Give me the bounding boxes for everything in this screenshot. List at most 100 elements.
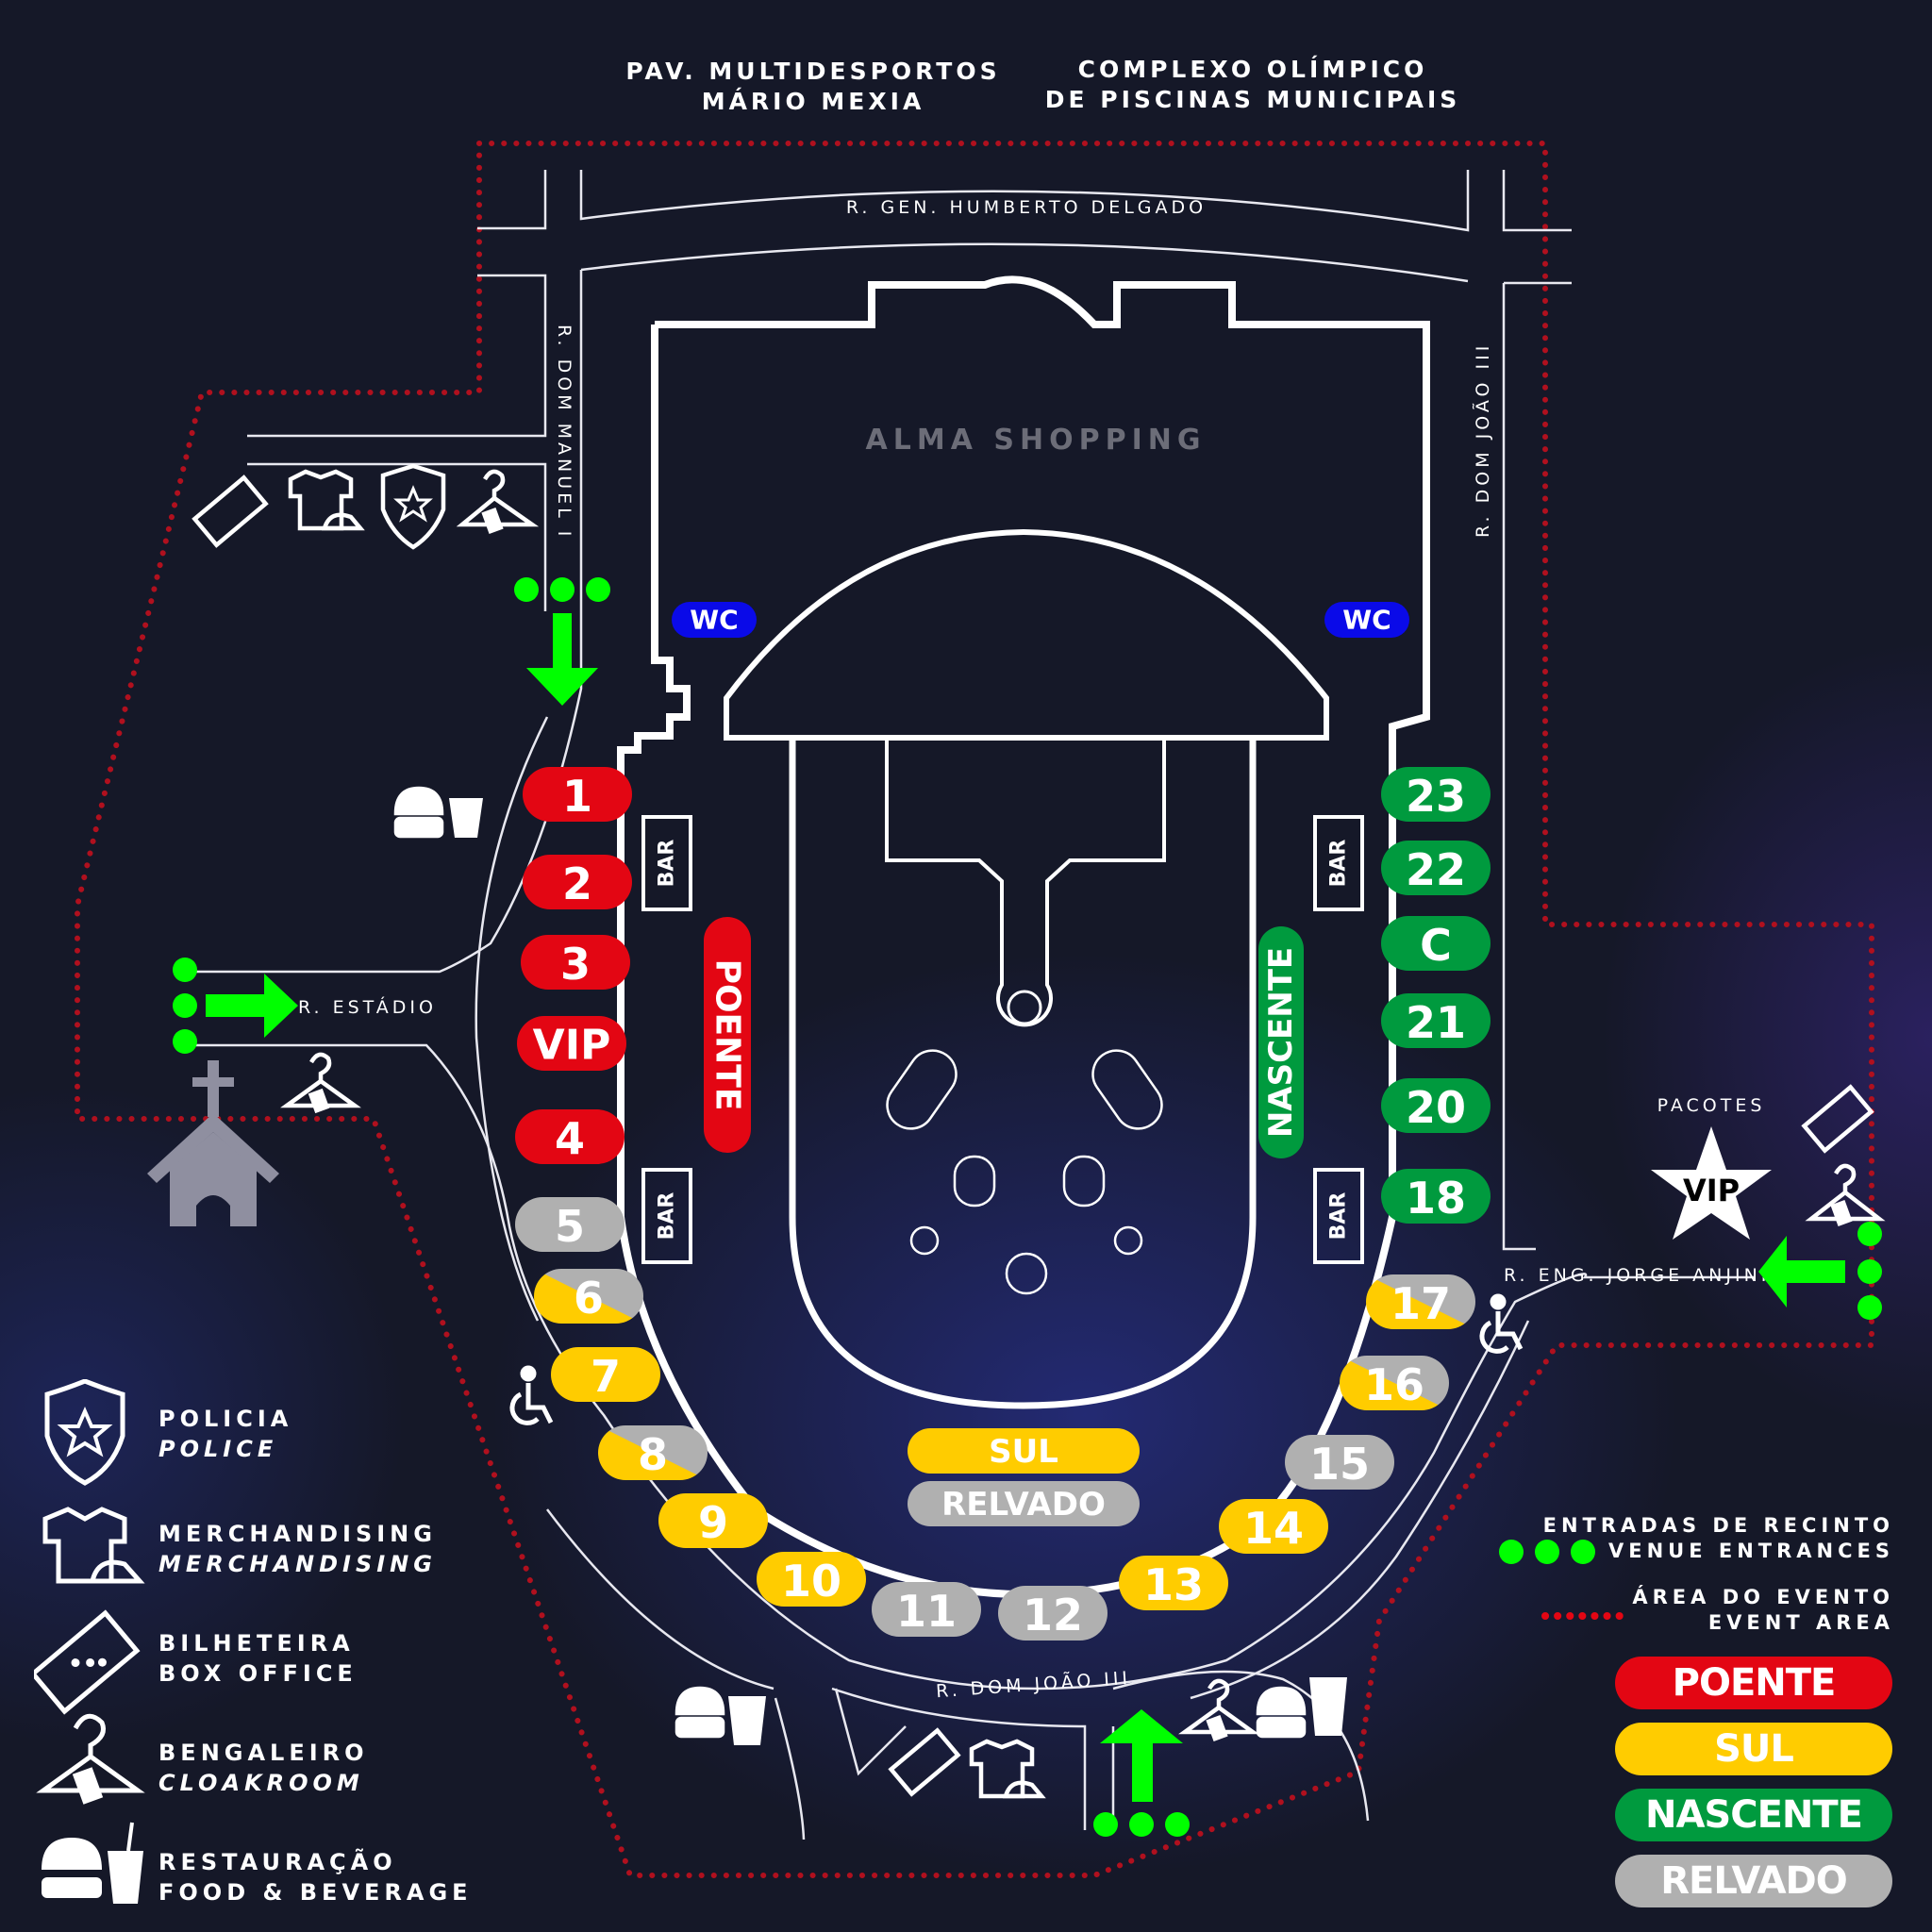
svg-text:23: 23	[1406, 771, 1466, 822]
pitch-outline	[789, 738, 1257, 1409]
key-poente: POENTE	[1615, 1657, 1892, 1709]
ticket-icon	[192, 475, 269, 548]
svg-text:BAR: BAR	[656, 840, 679, 888]
entrance-west[interactable]	[173, 958, 298, 1054]
cloakroom-hanger-icon	[1805, 1163, 1886, 1227]
entrance-east[interactable]	[1758, 1222, 1882, 1320]
svg-text:20: 20	[1406, 1082, 1466, 1133]
street-label-west: R. ESTÁDIO	[298, 996, 437, 1018]
stage-dome	[724, 528, 1329, 741]
wheelchair-icon	[1479, 1293, 1524, 1354]
gate-16[interactable]: 16	[1340, 1356, 1449, 1410]
vip-packages-label: PACOTES	[1657, 1095, 1766, 1116]
svg-text:7: 7	[591, 1351, 621, 1402]
gate-2[interactable]: 2	[523, 855, 632, 909]
gate-9[interactable]: 9	[658, 1493, 768, 1548]
gate-vip[interactable]: VIP	[517, 1016, 626, 1071]
svg-text:5: 5	[555, 1201, 585, 1252]
svg-text:4: 4	[555, 1113, 585, 1164]
svg-text:21: 21	[1406, 997, 1466, 1048]
svg-text:22: 22	[1406, 844, 1466, 895]
gate-18[interactable]: 18	[1381, 1169, 1491, 1224]
gate-21[interactable]: 21	[1381, 993, 1491, 1048]
svg-text:2: 2	[562, 858, 592, 909]
police-badge-icon	[44, 1379, 125, 1486]
gate-14[interactable]: 14	[1219, 1499, 1328, 1554]
svg-text:C: C	[1420, 920, 1452, 971]
sector-label-poente: POENTE	[704, 917, 751, 1153]
gate-11[interactable]: 11	[872, 1582, 981, 1637]
arrow-right-icon	[206, 974, 298, 1038]
food-drink-icon	[1256, 1677, 1347, 1739]
gate-22[interactable]: 22	[1381, 841, 1491, 895]
svg-text:10: 10	[781, 1556, 841, 1607]
svg-text:VIP: VIP	[533, 1022, 611, 1070]
gate-15[interactable]: 15	[1285, 1435, 1394, 1490]
sector-label-nascente: NASCENTE	[1258, 926, 1304, 1158]
gate-6[interactable]: 6	[534, 1269, 643, 1324]
building-right-line1: COMPLEXO OLÍMPICO	[1078, 56, 1428, 83]
ticket-icon	[34, 1609, 141, 1715]
building-right-line2: DE PISCINAS MUNICIPAIS	[1045, 86, 1461, 113]
gate-c[interactable]: C	[1381, 916, 1491, 971]
wc-east[interactable]: WC	[1324, 602, 1409, 638]
street-label-east: R. ENG. JORGE ANJINHO	[1504, 1265, 1796, 1286]
gate-23[interactable]: 23	[1381, 767, 1491, 822]
svg-text:16: 16	[1364, 1359, 1424, 1410]
svg-text:14: 14	[1243, 1503, 1304, 1554]
gate-7[interactable]: 7	[551, 1347, 660, 1402]
svg-text:18: 18	[1406, 1173, 1466, 1224]
svg-text:BAR: BAR	[656, 1192, 679, 1241]
svg-text:1: 1	[562, 771, 592, 822]
gate-17[interactable]: 17	[1366, 1274, 1475, 1329]
gate-5[interactable]: 5	[515, 1197, 625, 1252]
bar-west-lower: BAR	[641, 1168, 692, 1264]
street-label-top: R. GEN. HUMBERTO DELGADO	[846, 197, 1207, 218]
gate-4[interactable]: 4	[515, 1109, 625, 1164]
wc-west[interactable]: WC	[672, 602, 757, 638]
church-icon	[147, 1060, 279, 1226]
alma-shopping-label: ALMA SHOPPING	[866, 424, 1207, 457]
gate-1[interactable]: 1	[523, 767, 632, 822]
ticket-icon	[888, 1727, 961, 1797]
svg-text:SUL: SUL	[989, 1433, 1058, 1471]
entrance-south[interactable]	[1093, 1709, 1190, 1837]
event-area-dots-icon	[1541, 1612, 1632, 1620]
gate-8[interactable]: 8	[598, 1425, 708, 1480]
bar-east-lower: BAR	[1313, 1168, 1364, 1264]
key-sul: SUL	[1615, 1723, 1892, 1775]
gate-13[interactable]: 13	[1119, 1556, 1228, 1610]
entrance-north[interactable]	[514, 577, 610, 706]
svg-text:8: 8	[638, 1429, 668, 1480]
svg-text:9: 9	[698, 1497, 728, 1548]
cloakroom-hanger-icon	[456, 469, 540, 535]
street-label-left: R. DOM MANUEL I	[554, 325, 575, 540]
gate-3[interactable]: 3	[521, 935, 630, 990]
svg-text:WC: WC	[690, 605, 738, 636]
key-nascente: NASCENTE	[1615, 1789, 1892, 1841]
arrow-down-icon	[526, 613, 598, 706]
food-drink-icon	[42, 1822, 143, 1904]
merchandising-icon	[969, 1739, 1046, 1799]
legend-icons	[34, 1379, 145, 1904]
entrance-dots-icon	[1499, 1540, 1595, 1564]
gate-12[interactable]: 12	[998, 1586, 1108, 1641]
gate-10[interactable]: 10	[757, 1552, 866, 1607]
street-lines	[179, 170, 1755, 1840]
svg-text:RELVADO: RELVADO	[941, 1486, 1106, 1524]
building-left-line1: PAV. MULTIDESPORTOS	[625, 58, 1000, 85]
vip-star-label: VIP	[1683, 1173, 1740, 1208]
vip-packages[interactable]: PACOTES VIP	[1651, 1095, 1772, 1240]
stand-wall-west	[617, 325, 691, 1217]
gate-20[interactable]: 20	[1381, 1078, 1491, 1133]
